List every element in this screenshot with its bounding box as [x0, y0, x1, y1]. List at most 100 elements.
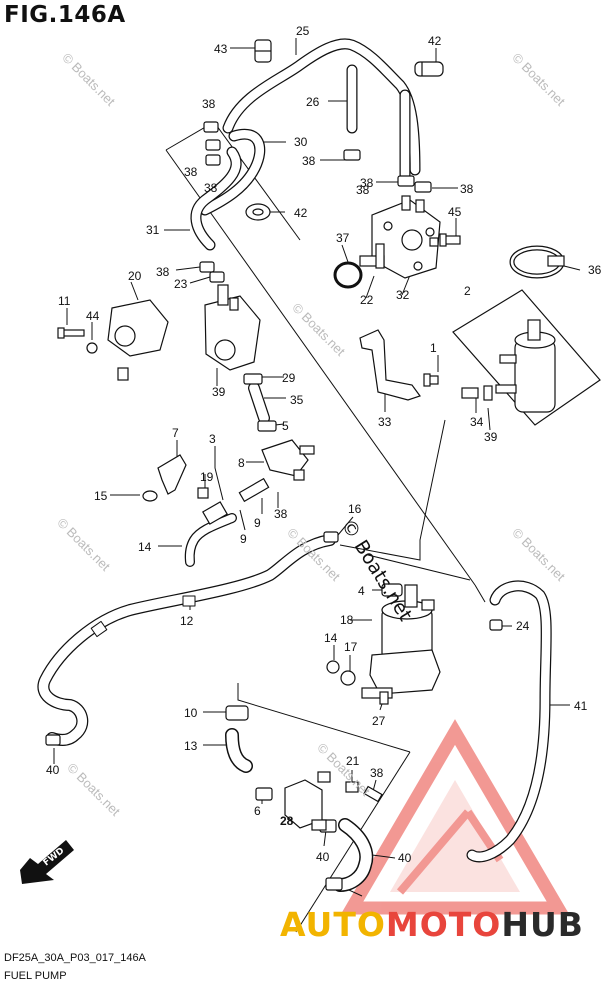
- part-number-label: 21: [346, 754, 360, 768]
- bracket-5: [157, 454, 187, 495]
- part-number-label: 5: [282, 419, 289, 433]
- joint-6: [284, 771, 331, 831]
- part-number-label: 38: [156, 265, 170, 279]
- part-number-label: 25: [296, 24, 310, 38]
- part-number-label: 45: [448, 205, 462, 219]
- grommet-12: [326, 660, 340, 674]
- figure-title: FIG.146A: [4, 2, 126, 28]
- part-number-label: 13: [184, 739, 198, 753]
- hoses: [37, 38, 552, 892]
- diaphragm-37: [333, 261, 363, 289]
- collar-13: [345, 781, 359, 793]
- brand-part-1: AUTO: [280, 905, 386, 944]
- washer-19: [142, 490, 158, 502]
- bolt-10: [379, 691, 389, 705]
- part-number-label: 2: [464, 284, 471, 298]
- clamp-38-d: [323, 531, 339, 543]
- part-number-label: 19: [200, 470, 214, 484]
- joint-3: [261, 439, 315, 481]
- part-number-label: 7: [172, 426, 179, 440]
- fwd-arrow-icon: FWD: [20, 840, 74, 884]
- part-number-label: 38: [204, 181, 218, 195]
- washer-11: [86, 342, 98, 354]
- clamp-40-c: [325, 877, 343, 891]
- part-number-label: 14: [138, 540, 152, 554]
- union-2: [107, 299, 169, 381]
- part-number-label: 28: [280, 814, 294, 828]
- bolt-45: [439, 233, 461, 247]
- part-number-label: 35: [290, 393, 304, 407]
- clamp-18: [489, 619, 503, 631]
- part-number-label: 18: [340, 613, 354, 627]
- bolt-20: [57, 327, 85, 339]
- band-clamp-36: [509, 245, 565, 279]
- part-number-label: 4: [358, 584, 365, 598]
- part-number-label: 26: [306, 95, 320, 109]
- check-valve-7: [197, 487, 228, 525]
- diagram-code: DF25A_30A_P03_017_146A: [4, 952, 146, 964]
- part-number-label: 38: [360, 176, 374, 190]
- leader-lines: [53, 38, 581, 933]
- part-number-label: 38: [370, 766, 384, 780]
- parts: [45, 39, 601, 891]
- part-number-label: 30: [294, 135, 308, 149]
- part-number-label: 31: [146, 223, 160, 237]
- diagram-name: FUEL PUMP: [4, 970, 67, 982]
- brand-part-2: MOTO: [385, 905, 502, 944]
- brand-part-3: HUB: [501, 905, 584, 944]
- bracket-35: [359, 329, 421, 401]
- automotohub-logo-triangle: [340, 719, 570, 915]
- part-number-label: 14: [324, 631, 338, 645]
- clamp-38-a: [203, 121, 221, 166]
- part-number-label: 38: [274, 507, 288, 521]
- part-number-label: 32: [396, 288, 410, 302]
- part-number-label: 36: [588, 263, 602, 277]
- part-number-label: 41: [574, 699, 588, 713]
- clamp-42-mid: [245, 203, 271, 221]
- vapor-separator-1: [204, 284, 261, 371]
- clamp-40-a: [255, 787, 273, 801]
- part-number-label: 9: [254, 516, 261, 530]
- part-number-label: 34: [470, 415, 484, 429]
- part-number-label: 39: [212, 385, 226, 399]
- part-number-label: 42: [428, 34, 442, 48]
- part-number-label: 17: [344, 640, 358, 654]
- part-number-label: 11: [58, 294, 71, 308]
- part-number-label: 38: [356, 183, 370, 197]
- grommet-14-b: [340, 670, 356, 686]
- part-number-label: 38: [460, 182, 474, 196]
- bolt-44: [423, 373, 439, 387]
- part-number-label: 22: [360, 293, 374, 307]
- clamp-39-b: [257, 420, 277, 432]
- fuel-filter-32: [495, 319, 556, 413]
- part-number-label: 38: [184, 165, 198, 179]
- clamp-38-b: [343, 149, 432, 193]
- part-number-label: 6: [254, 804, 261, 818]
- part-number-label: 16: [348, 502, 362, 516]
- part-number-label: 43: [214, 42, 228, 56]
- part-number-label: 1: [430, 341, 437, 355]
- clamp-43: [254, 39, 272, 63]
- part-number-label: 3: [209, 432, 216, 446]
- cap-14-a: [381, 583, 403, 597]
- part-number-label: 42: [294, 206, 308, 220]
- part-number-label: 23: [174, 277, 188, 291]
- clamp-38-e: [45, 734, 61, 746]
- clamp-39-a: [243, 373, 263, 385]
- part-number-label: 24: [516, 619, 530, 633]
- plunger-23: [359, 243, 385, 269]
- part-number-label: 29: [282, 371, 296, 385]
- part-number-label: 44: [86, 309, 100, 323]
- clamp-41: [225, 705, 249, 721]
- part-number-label: 39: [484, 430, 498, 444]
- part-number-label: 40: [316, 850, 330, 864]
- filter-box-32: [452, 289, 601, 426]
- part-number-label: 8: [238, 456, 245, 470]
- part-number-label: 27: [372, 714, 386, 728]
- part-number-label: 40: [398, 851, 412, 865]
- hose-joint-33-34: [461, 385, 493, 401]
- fuel-pump-22: [371, 195, 441, 279]
